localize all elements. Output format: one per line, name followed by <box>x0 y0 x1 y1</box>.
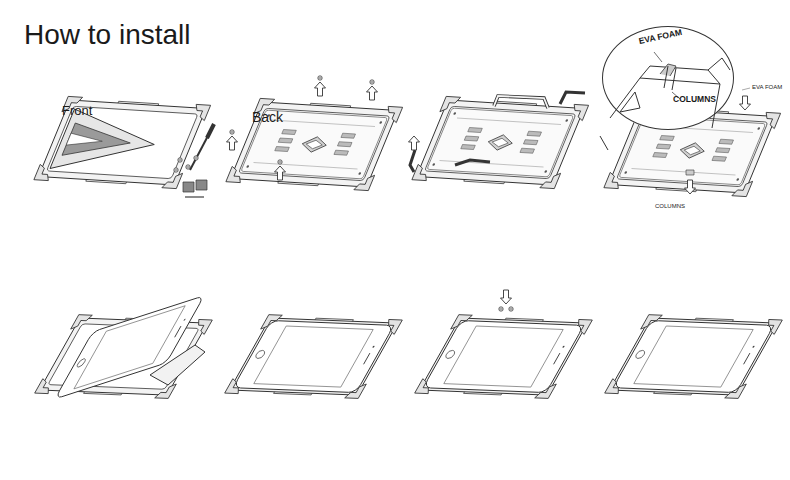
view-label: Front <box>62 104 92 118</box>
callout-label: COLUMNS <box>673 95 716 104</box>
callout-label: EVA FOAM <box>638 28 683 46</box>
part-label: COLUMNS <box>655 203 685 210</box>
page-title: How to install <box>24 20 191 51</box>
view-label: Back <box>252 110 283 125</box>
magnifier-callout: EVA FOAM COLUMNS <box>602 26 734 130</box>
part-label: EVA FOAM <box>752 84 782 91</box>
